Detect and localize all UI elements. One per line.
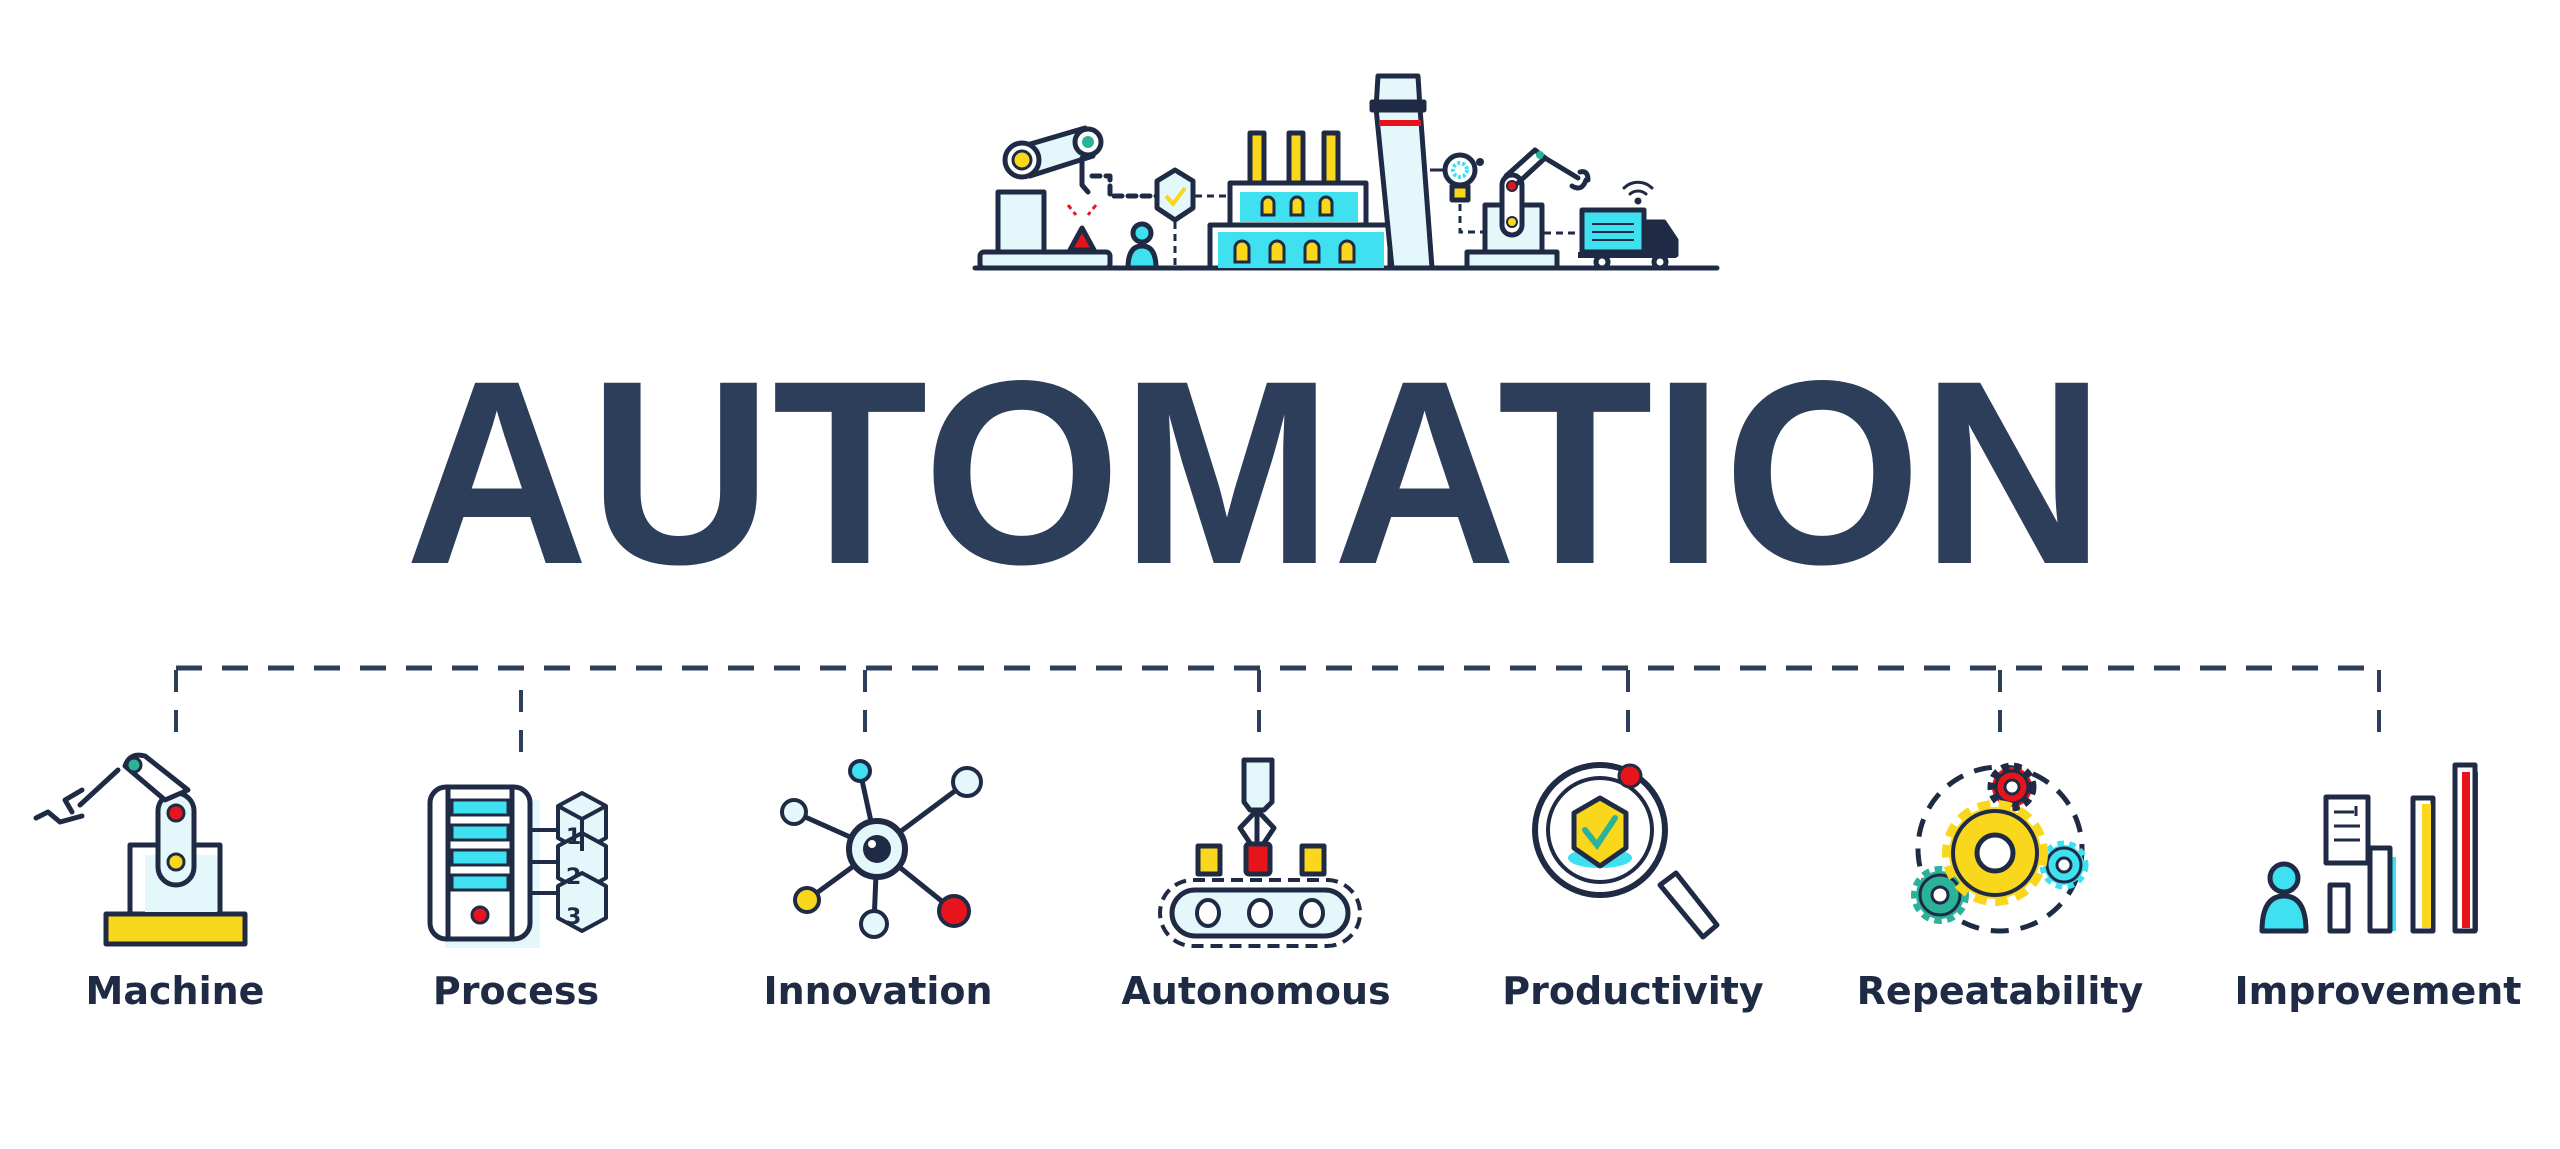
svg-text:2: 2 (566, 865, 581, 890)
process-server-icon: 1 2 3 (427, 784, 608, 948)
factory-illustration (972, 73, 1720, 271)
label-innovation: Innovation (763, 969, 992, 1013)
svg-text:1: 1 (566, 825, 581, 850)
wifi-icon (1622, 180, 1654, 205)
magnifier-check-icon (1532, 762, 1720, 940)
network-nodes-icon (780, 759, 983, 939)
delivery-truck-icon (1544, 180, 1679, 271)
label-autonomous: Autonomous (1121, 969, 1390, 1013)
label-repeatability: Repeatability (1857, 969, 2144, 1013)
conveyor-gripper-icon (1158, 757, 1362, 948)
svg-text:3: 3 (566, 905, 581, 930)
label-productivity: Productivity (1502, 969, 1764, 1013)
growth-bars-icon (2259, 762, 2478, 934)
robot-arm-icon (33, 752, 248, 947)
factory-icon (1207, 73, 1435, 271)
lightbulb-gear-icon (1430, 152, 1485, 234)
label-machine: Machine (86, 969, 265, 1013)
dashed-connector (174, 665, 2381, 765)
gears-cycle-icon (1911, 762, 2089, 934)
numbered-steps-icon (556, 791, 608, 933)
robot-arm-icon (977, 125, 1113, 271)
robot-arm-2-icon (1464, 147, 1591, 271)
label-process: Process (433, 969, 599, 1013)
quality-check-icon (1154, 167, 1228, 266)
page-title: AUTOMATION (405, 326, 2105, 619)
label-improvement: Improvement (2235, 969, 2522, 1013)
person-icon (1125, 221, 1159, 271)
